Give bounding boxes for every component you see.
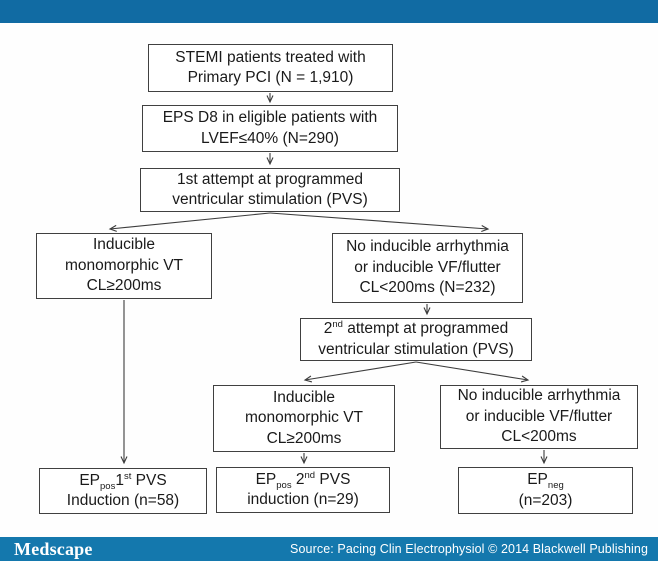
ep-subscript: pos [276,479,292,491]
flow-box-text: or inducible VF/flutter [354,258,501,276]
flow-box-text: ventricular stimulation (PVS) [172,191,368,208]
arrow-pvs1-to-inducible1 [108,212,271,232]
text-segment: PVS [131,471,167,489]
arrow-pvs1-to-noinducible1 [269,212,490,233]
ordinal-superscript: nd [332,318,343,330]
flow-box-text: Induction (n=58) [66,492,180,509]
text-segment: 1 [115,471,124,489]
text-segment: 2 [291,470,305,488]
flow-box-no-inducible-1: No inducible arrhythmia or inducible VF/… [332,233,523,303]
flow-box-text: monomorphic VT [244,409,363,427]
flow-box-inducible-vt-1: Inducible monomorphic VT CL≥200ms [36,233,212,299]
text-segment: EP [255,470,277,488]
flow-box-text: No inducible arrhythmia [346,238,509,256]
flow-box-text: monomorphic VT [64,256,183,274]
flow-box-text: Primary PCI (N = 1,910) [187,69,354,86]
flow-box-ep-pos-first: EPpos1st PVS Induction (n=58) [39,468,207,514]
flow-box-second-pvs-attempt: 2nd attempt at programmed ventricular st… [300,318,532,361]
flow-box-text: 2nd attempt at programmed [324,319,509,339]
flow-box-text: ventricular stimulation (PVS) [318,340,514,358]
flow-box-first-pvs-attempt: 1st attempt at programmed ventricular st… [140,168,400,212]
ordinal-superscript: nd [304,469,316,481]
flow-box-ep-pos-second: EPpos 2nd PVS induction (n=29) [216,467,390,513]
flow-box-text: CL<200ms (N=232) [359,279,496,297]
flow-box-no-inducible-2: No inducible arrhythmia or inducible VF/… [440,385,638,449]
flow-box-text: CL≥200ms [266,429,342,447]
source-attribution: Source: Pacing Clin Electrophysiol © 201… [290,542,648,556]
flow-box-text: EPpos 2nd PVS [256,470,351,490]
arrow-pvs2-to-inducible2 [303,361,417,383]
flow-box-text: STEMI patients treated with [175,48,366,66]
flow-box-text: Inducible [92,236,156,254]
flow-box-text: Inducible [272,388,336,406]
flow-box-text: CL≥200ms [86,277,162,295]
medscape-logo: Medscape [14,538,93,559]
flow-box-text: CL<200ms [501,428,577,446]
flow-box-text: EPS D8 in eligible patients with [162,109,378,127]
text-segment: 2 [323,320,333,338]
flow-box-text: No inducible arrhythmia [457,387,621,405]
footer-bar: Medscape Source: Pacing Clin Electrophys… [0,537,658,561]
flow-box-ep-neg: EPneg (n=203) [458,467,633,514]
flow-box-stemi-patients: STEMI patients treated with Primary PCI … [148,44,393,92]
flow-box-text: induction (n=29) [247,491,359,508]
flow-box-inducible-vt-2: Inducible monomorphic VT CL≥200ms [213,385,395,452]
text-segment: EP [79,471,100,489]
flow-box-text: EPpos1st PVS [79,471,166,491]
ep-subscript: pos [100,480,116,492]
flow-box-text: EPneg [527,470,564,490]
ep-subscript: neg [547,480,564,492]
text-segment: PVS [315,470,351,488]
flow-box-eps-eligible: EPS D8 in eligible patients with LVEF≤40… [142,105,398,152]
arrow-pvs2-to-noinducible2 [415,361,530,383]
text-segment: EP [527,471,548,489]
flow-box-text: LVEF≤40% (N=290) [201,129,339,147]
ordinal-superscript: st [123,470,132,482]
flow-box-text: 1st attempt at programmed [176,170,364,188]
flow-box-text: or inducible VF/flutter [465,407,613,425]
top-bar [0,0,658,23]
text-segment: attempt at programmed [342,320,509,338]
flow-box-text: (n=203) [518,491,573,509]
